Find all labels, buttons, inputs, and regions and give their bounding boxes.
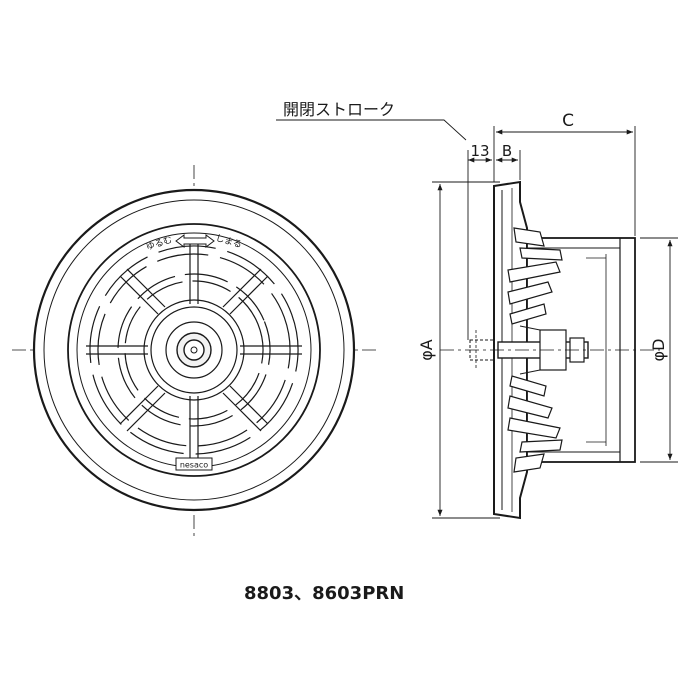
brand-label-box (175, 457, 213, 471)
side-vanes-upper (507, 227, 563, 325)
grille-spokes (89, 245, 299, 455)
side-knob-stroke-position (469, 339, 495, 361)
front-view (12, 165, 376, 538)
dim-d-label: φD (649, 339, 668, 362)
dim-b-label: B (502, 142, 512, 160)
side-vanes-lower (507, 375, 563, 473)
side-view (440, 180, 660, 520)
stroke-leader-line (276, 119, 467, 141)
grille-outer-ring (67, 223, 321, 477)
cross-ribs (86, 242, 302, 458)
dim-c-label: C (562, 111, 574, 131)
rotation-arrow-icon (175, 234, 215, 248)
center-pin (190, 346, 198, 354)
dim-13-label: 13 (470, 142, 489, 160)
brand-label: nesaco (180, 461, 208, 470)
model-caption: 8803、8603PRN (244, 583, 404, 604)
dimensions (276, 119, 678, 519)
dim-a-label: φA (417, 339, 436, 361)
stroke-label: 開閉ストローク (283, 100, 395, 119)
flange-inner-edge (43, 199, 345, 501)
